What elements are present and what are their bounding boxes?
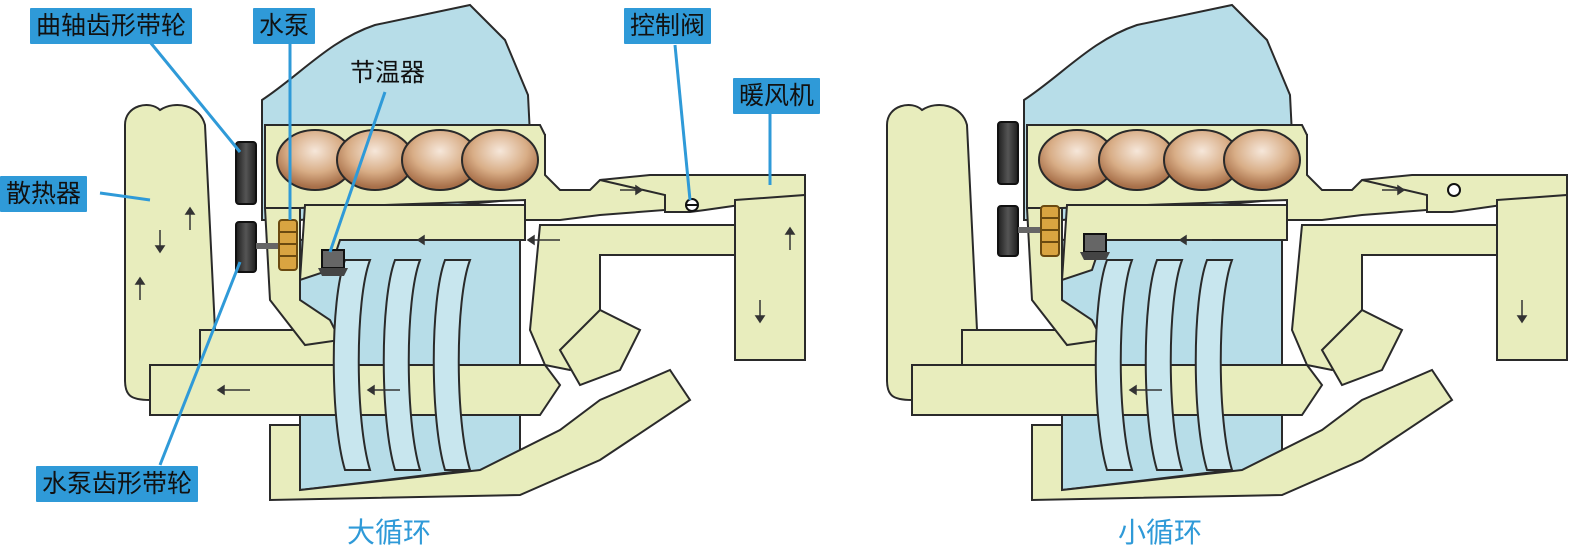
caption-small-circulation: 小循环 [1118, 517, 1202, 549]
label-radiator: 散热器 [0, 176, 87, 212]
thermostat-icon [318, 250, 348, 276]
small-circulation-diagram [887, 5, 1567, 500]
thermostat-icon [1080, 234, 1110, 260]
heater-core [735, 195, 805, 360]
crank-pulley-shape [998, 122, 1018, 184]
label-water-pump: 水泵 [253, 8, 315, 44]
label-control-valve: 控制阀 [624, 8, 711, 44]
control-valve-icon [1448, 184, 1460, 196]
label-crank-pulley: 曲轴齿形带轮 [30, 8, 192, 44]
label-thermostat: 节温器 [350, 58, 425, 88]
pump-pulley-shape [998, 206, 1018, 256]
water-pump-impeller [279, 220, 297, 270]
manifold-runners [1096, 260, 1232, 470]
manifold-runners [334, 260, 470, 470]
large-circulation-diagram [125, 5, 805, 500]
label-pump-pulley: 水泵齿形带轮 [36, 466, 198, 502]
caption-large-circulation: 大循环 [347, 517, 431, 549]
label-heater: 暖风机 [733, 78, 820, 114]
cylinder-4 [462, 130, 538, 190]
water-pump-impeller [1041, 206, 1059, 256]
